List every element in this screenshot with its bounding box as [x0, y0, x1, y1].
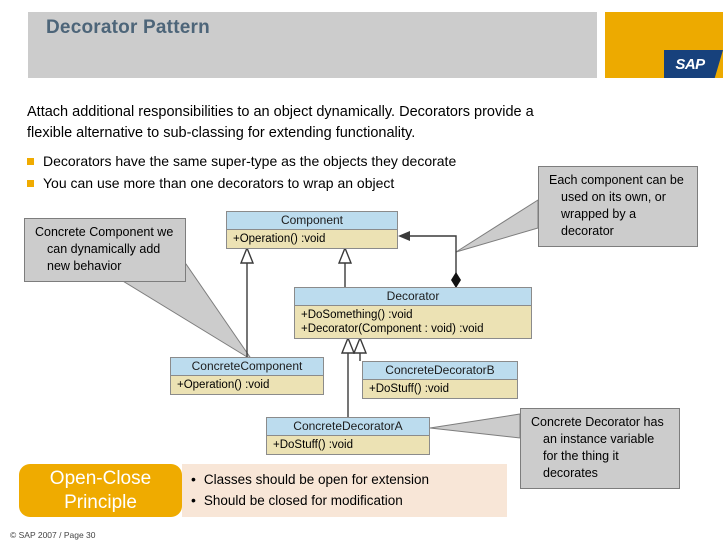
uml-class-decorator[interactable]: Decorator +DoSomething() :void +Decorato… [294, 287, 532, 339]
uml-operations: +DoStuff() :void [267, 436, 429, 454]
principle-points: • Classes should be open for extension •… [182, 464, 507, 517]
list-item-label: Should be closed for modification [203, 493, 403, 508]
callout-concrete-component: Concrete Component we can dynamically ad… [24, 218, 186, 282]
inheritance-arrow-icon [352, 336, 368, 354]
arrowhead-open-icon [398, 231, 410, 241]
list-item: Decorators have the same super-type as t… [27, 150, 547, 172]
aggregation-link [406, 235, 457, 287]
uml-operations: +Operation() :void [171, 376, 323, 394]
uml-operation: +DoStuff() :void [273, 439, 354, 451]
square-bullet-icon [27, 180, 34, 187]
uml-operations: +DoSomething() :void +Decorator(Componen… [295, 306, 531, 338]
uml-class-concretecomponent[interactable]: ConcreteComponent +Operation() :void [170, 357, 324, 395]
sap-logo-shape [664, 50, 723, 78]
uml-operations: +DoStuff() :void [363, 380, 517, 398]
square-bullet-icon [27, 158, 34, 165]
intro-paragraph: Attach additional responsibilities to an… [27, 104, 534, 141]
inheritance-arrow-icon [337, 246, 353, 264]
dot-bullet-icon: • [191, 492, 196, 508]
list-item-label: Decorators have the same super-type as t… [43, 153, 457, 169]
callout-tail-each-component [455, 199, 539, 253]
uml-class-name: ConcreteComponent [171, 358, 323, 376]
uml-operation: +DoSomething() :void [301, 309, 413, 321]
list-item: You can use more than one decorators to … [27, 172, 547, 194]
inheritance-arrow-icon [239, 246, 255, 264]
aggregation-diamond-icon [451, 272, 461, 288]
callout-tail-concrete-decorator [429, 413, 521, 439]
principle-badge: Open-Close Principle [19, 464, 182, 517]
page-title: Decorator Pattern [46, 17, 210, 38]
list-item: • Should be closed for modification [182, 490, 507, 511]
list-item: • Classes should be open for extension [182, 464, 507, 490]
uml-class-concretedecoratorb[interactable]: ConcreteDecoratorB +DoStuff() :void [362, 361, 518, 399]
callout-each-component: Each component can be used on its own, o… [538, 166, 698, 247]
inheritance-arrow-icon [340, 336, 356, 354]
dot-bullet-icon: • [191, 471, 196, 487]
callout-concrete-decorator: Concrete Decorator has an instance varia… [520, 408, 680, 489]
uml-class-name: ConcreteDecoratorB [363, 362, 517, 380]
uml-class-name: Decorator [295, 288, 531, 306]
uml-operation: +Decorator(Component : void) :void [301, 323, 484, 335]
list-item-label: You can use more than one decorators to … [43, 175, 395, 191]
uml-operation: +DoStuff() :void [369, 383, 450, 395]
uml-class-name: Component [227, 212, 397, 230]
bullet-list: Decorators have the same super-type as t… [27, 150, 547, 194]
footer-copyright: © SAP 2007 / Page 30 [10, 530, 96, 540]
sap-logo-text: SAP [675, 55, 705, 73]
uml-operations: +Operation() :void [227, 230, 397, 248]
uml-operation: +Operation() :void [177, 379, 270, 391]
list-item-label: Classes should be open for extension [203, 472, 430, 487]
uml-class-component[interactable]: Component +Operation() :void [226, 211, 398, 249]
uml-class-name: ConcreteDecoratorA [267, 418, 429, 436]
sap-logo: SAP [664, 50, 723, 78]
uml-class-concretedecoratora[interactable]: ConcreteDecoratorA +DoStuff() :void [266, 417, 430, 455]
uml-operation: +Operation() :void [233, 233, 326, 245]
header-bar [28, 12, 597, 78]
